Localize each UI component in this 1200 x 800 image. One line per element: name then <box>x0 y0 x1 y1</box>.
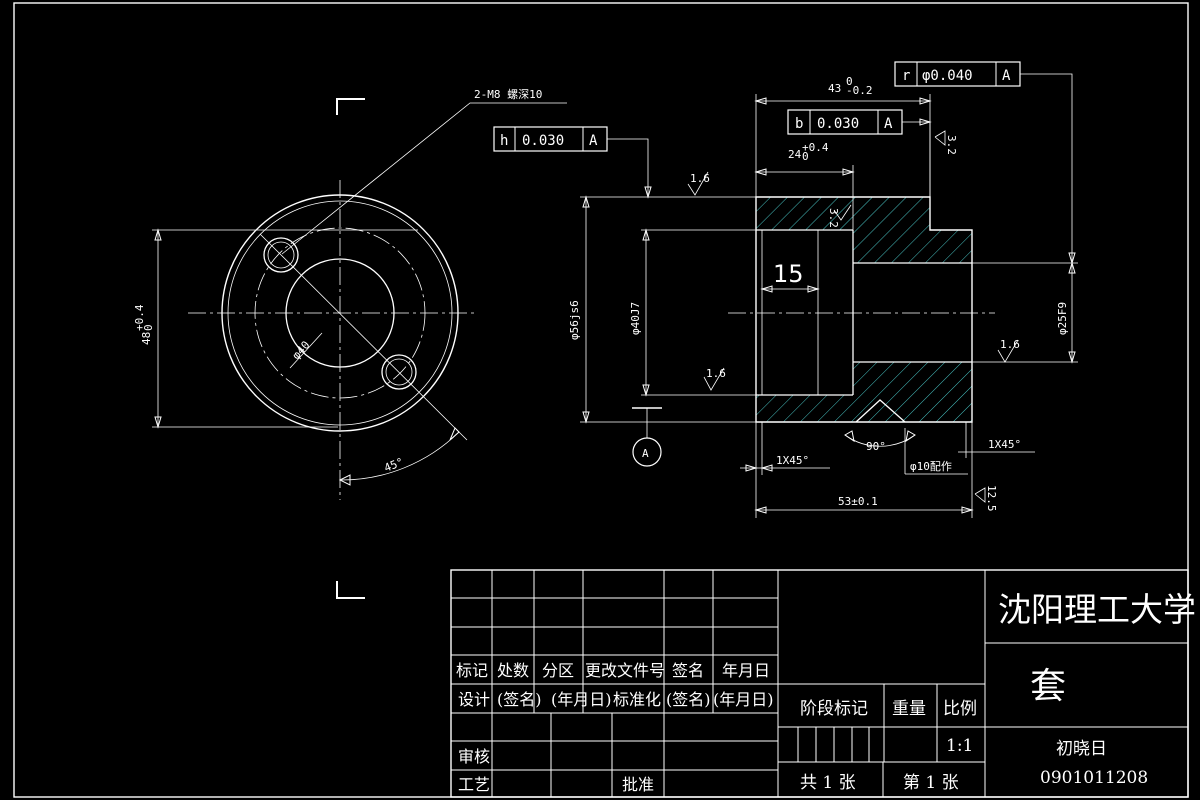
tb-std-sign: (签名) <box>666 690 711 709</box>
dim-53: 53±0.1 <box>838 495 878 508</box>
bore-circle <box>285 258 395 368</box>
dim-24-tol-lower: 0 <box>802 150 809 163</box>
dim-dia-10: φ10配作 <box>910 460 952 473</box>
end-view: 2-M8 螺深10 φ40 48 +0.4 0 45° <box>133 88 567 599</box>
svg-text:12.5: 12.5 <box>985 485 998 512</box>
bolt-hole-lower <box>381 354 417 390</box>
tb-change-doc: 更改文件号 <box>585 661 665 680</box>
hatch-bottom <box>756 362 972 422</box>
svg-text:A: A <box>1002 68 1011 84</box>
svg-text:r: r <box>902 68 910 84</box>
tb-process: 工艺 <box>458 775 490 794</box>
dim-24: 24 <box>788 148 802 161</box>
svg-text:A: A <box>884 116 893 132</box>
fcf-b-leader <box>902 121 931 197</box>
dim-48-tol-upper: +0.4 <box>133 304 146 331</box>
fcf-r: r φ0.040 A <box>894 61 1021 87</box>
tb-design-sign: (签名) <box>497 690 542 709</box>
angle-arc-45 <box>339 431 460 481</box>
tb-mark: 标记 <box>456 661 488 680</box>
svg-text:b: b <box>795 116 803 132</box>
hole-note-leader <box>281 102 567 255</box>
title-block: 标记 处数 分区 更改文件号 签名 年月日 设计 (签名) (年月日) 标准化 … <box>450 569 1196 798</box>
section-view: 15 φ56js6 φ40J7 A φ25F9 43 0 <box>568 73 1078 518</box>
outer-circle-inner <box>227 200 453 426</box>
tb-date: 年月日 <box>722 661 770 680</box>
svg-text:0.030: 0.030 <box>817 116 859 132</box>
chamfer-left: 1X45° <box>776 454 809 467</box>
dim-dia-40: φ40J7 <box>629 302 642 335</box>
svg-text:0.030: 0.030 <box>522 133 564 149</box>
hole-note: 2-M8 螺深10 <box>474 88 542 101</box>
tb-author: 初晓日 <box>1056 739 1107 759</box>
tb-stage-mark: 阶段标记 <box>800 699 868 719</box>
tb-count: 处数 <box>497 661 529 680</box>
angle-45: 45° <box>382 455 405 474</box>
tb-weight: 重量 <box>892 699 926 719</box>
datum-a-label: A <box>642 447 649 460</box>
outer-circle <box>221 194 459 432</box>
datum-a-circle <box>632 437 662 467</box>
dim-48-tol-lower: 0 <box>142 324 155 331</box>
fcf-h: h 0.030 A <box>493 126 608 152</box>
tb-sheet-no: 第 1 张 <box>903 773 959 793</box>
dim-dia-25: φ25F9 <box>1056 302 1069 335</box>
tb-scale: 1:1 <box>946 736 973 756</box>
bolt-hole-upper <box>263 237 299 273</box>
svg-text:1.6: 1.6 <box>706 367 726 380</box>
svg-text:A: A <box>589 133 598 149</box>
tb-approve: 批准 <box>622 775 654 794</box>
roughness-symbol: 3.2 <box>934 130 958 155</box>
drill-cone <box>855 399 906 423</box>
tb-part-name: 套 <box>1030 666 1066 707</box>
tb-standardize: 标准化 <box>613 690 661 709</box>
roughness-symbol: 1.6 <box>703 367 726 391</box>
roughness-symbol: 1.6 <box>997 338 1020 363</box>
tb-total-sheets: 共 1 张 <box>800 773 856 793</box>
tb-std-date: (年月日) <box>713 690 774 709</box>
tb-review: 审核 <box>458 747 490 766</box>
dim-43: 43 <box>828 82 841 95</box>
hatch-top <box>756 197 972 263</box>
dim-dia-56: φ56js6 <box>568 300 581 340</box>
tb-design: 设计 <box>458 690 490 709</box>
roughness-symbol: 1.6 <box>687 171 710 196</box>
svg-text:1.6: 1.6 <box>1000 338 1020 351</box>
tb-zone: 分区 <box>542 661 574 680</box>
svg-text:3.2: 3.2 <box>827 208 840 228</box>
svg-text:3.2: 3.2 <box>945 135 958 155</box>
bolt-hole-lower-thread <box>385 358 413 386</box>
roughness-symbol: 12.5 <box>974 485 998 512</box>
chamfer-right: 1X45° <box>988 438 1021 451</box>
tb-ratio: 比例 <box>943 699 977 719</box>
fcf-h-leader <box>607 138 649 197</box>
view-marker-bottom <box>336 581 365 599</box>
fcf-b: b 0.030 A <box>787 109 903 135</box>
tb-signature: 签名 <box>672 661 704 680</box>
angle-90: 90° <box>866 440 886 453</box>
svg-text:1.6: 1.6 <box>690 172 710 185</box>
bolt-hole-upper-thread <box>267 241 295 269</box>
dim-43-tol-upper: 0 <box>846 75 853 88</box>
dim-24-tol-upper: +0.4 <box>802 141 829 154</box>
tb-school: 沈阳理工大学 <box>998 590 1196 629</box>
svg-text:h: h <box>500 133 508 149</box>
dim-48: 48 <box>140 332 153 345</box>
dim-43-tol-lower: -0.2 <box>846 84 873 97</box>
svg-text:φ0.040: φ0.040 <box>922 68 973 84</box>
tb-design-date: (年月日) <box>551 690 612 709</box>
bolt-circle-dim: φ40 <box>290 339 313 362</box>
bolt-circle <box>254 227 426 399</box>
dim-15: 15 <box>773 260 804 288</box>
tb-student-id: 0901011208 <box>1040 768 1148 788</box>
roughness-symbol: 3.2 <box>827 204 852 228</box>
fcf-r-leader <box>1020 73 1073 263</box>
view-marker-top <box>336 98 365 115</box>
